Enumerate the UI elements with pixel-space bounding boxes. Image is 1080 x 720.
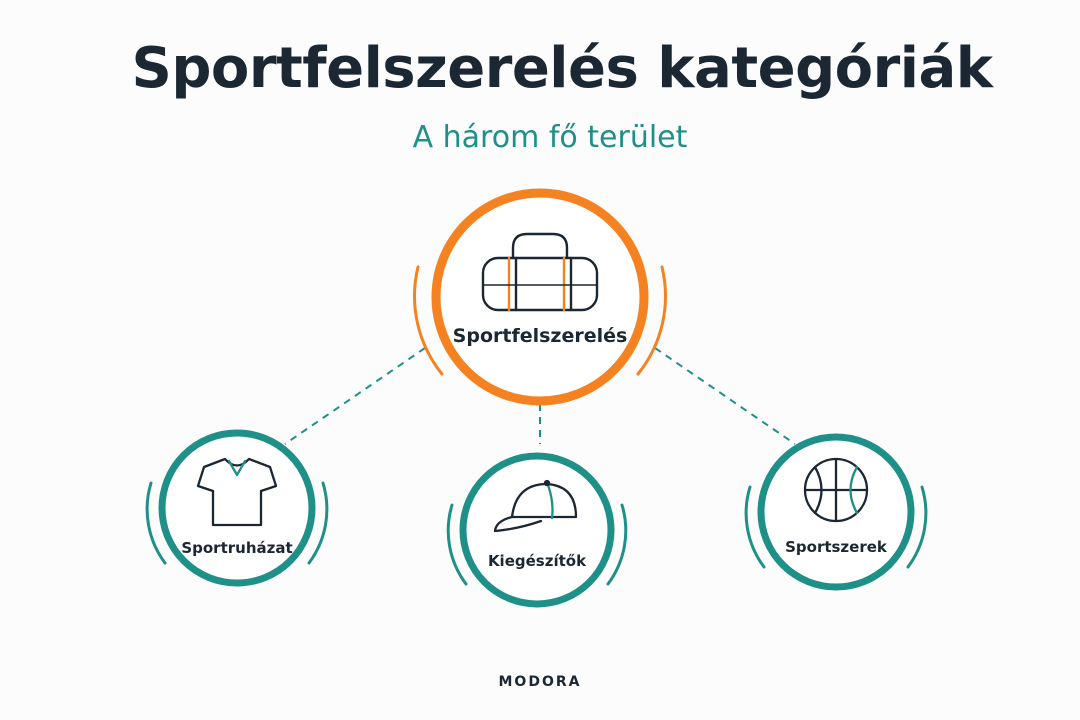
node-sportszerek-arc-right bbox=[906, 485, 928, 569]
node-root-arc-left bbox=[413, 265, 444, 376]
node-kiegeszitok: Kiegészítők bbox=[446, 452, 628, 608]
node-root: Sportfelszerelés bbox=[413, 188, 667, 406]
cap-icon bbox=[493, 479, 578, 533]
brand-logo: MODORA bbox=[498, 674, 582, 690]
connector-left bbox=[284, 347, 426, 445]
node-sportruhazat: Sportruházat bbox=[145, 429, 329, 587]
node-sportruhazat-label: Sportruházat bbox=[181, 539, 292, 557]
t-shirt-icon bbox=[196, 457, 278, 527]
node-kiegeszitok-label: Kiegészítők bbox=[488, 552, 587, 570]
node-sportruhazat-ring bbox=[158, 429, 316, 587]
node-root-arc-right bbox=[636, 265, 667, 376]
node-kiegeszitok-arc-right bbox=[606, 503, 628, 586]
node-kiegeszitok-ring bbox=[459, 452, 615, 608]
duffel-bag-icon bbox=[481, 232, 599, 312]
node-sportruhazat-arc-left bbox=[145, 481, 167, 565]
node-root-label: Sportfelszerelés bbox=[453, 325, 628, 347]
node-sportruhazat-arc-right bbox=[307, 481, 329, 565]
node-sportszerek-label: Sportszerek bbox=[785, 538, 888, 556]
page-title: Sportfelszerelés kategóriák bbox=[131, 36, 993, 101]
connectors bbox=[284, 347, 796, 445]
basketball-icon bbox=[803, 457, 869, 523]
node-kiegeszitok-arc-left bbox=[446, 503, 468, 586]
node-root-ring bbox=[431, 188, 649, 406]
connector-right bbox=[654, 347, 796, 445]
page-subtitle: A három fő terület bbox=[412, 120, 688, 155]
node-sportszerek: Sportszerek bbox=[744, 433, 928, 591]
node-sportszerek-arc-left bbox=[744, 485, 766, 569]
